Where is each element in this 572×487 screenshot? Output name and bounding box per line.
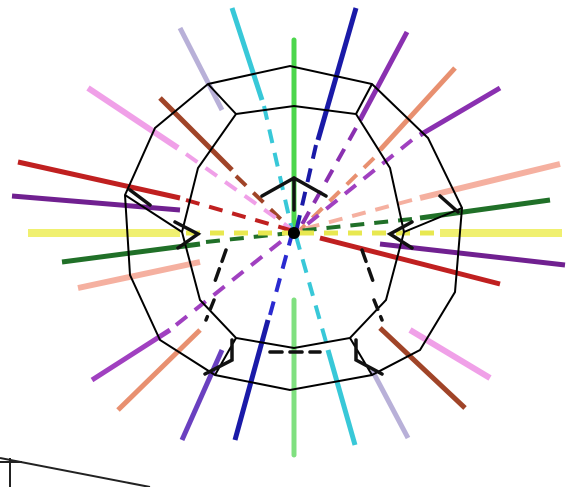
center-dot	[288, 227, 300, 239]
